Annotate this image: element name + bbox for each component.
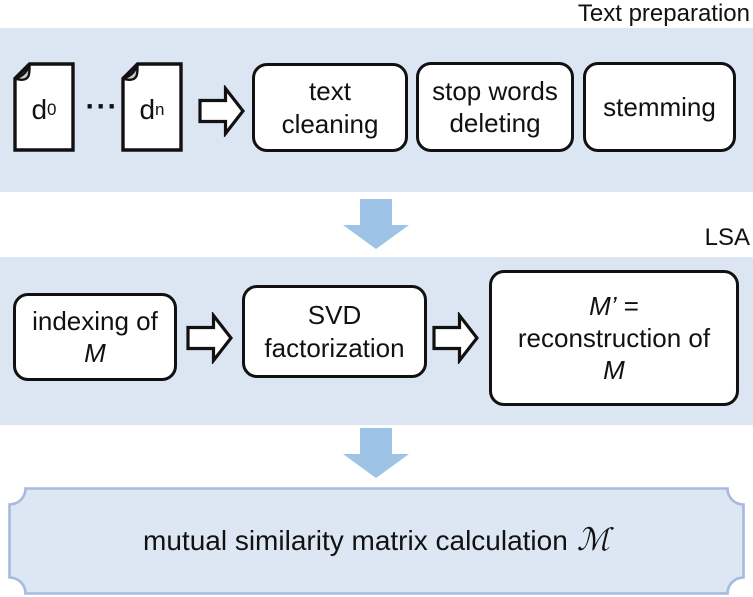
box-line: stop words (432, 75, 558, 106)
document-letter: d (139, 94, 156, 125)
documents-ellipsis: ··· (85, 90, 119, 123)
final-step-plaque: mutual similarity matrix calculation ℳ (8, 487, 745, 595)
process-box-text-cleaning: text cleaning (252, 63, 408, 152)
box-line: stemming (603, 91, 716, 122)
box-line: indexing of (32, 305, 158, 336)
document-icon (121, 62, 183, 152)
plaque-shape (8, 487, 745, 595)
process-box-svd-factorization: SVD factorization (242, 285, 427, 378)
box-line: deleting (449, 108, 541, 138)
box-line-m-prime-equals: M’ = (589, 290, 639, 322)
document-letter: d (31, 94, 48, 125)
box-line: cleaning (281, 108, 379, 139)
process-box-indexing-of-m: indexing of M (13, 293, 177, 381)
equals-sign: = (616, 290, 639, 321)
script-m-symbol: ℳ (576, 522, 610, 558)
box-line: text (309, 76, 351, 107)
right-arrow-icon (186, 312, 233, 364)
down-arrow-icon (343, 428, 409, 478)
process-box-stemming: stemming (583, 62, 736, 152)
section-label-text-preparation: Text preparation (577, 0, 750, 27)
lsa-band: indexing of M SVD factorization M’ = rec… (0, 257, 753, 425)
process-box-reconstruction-of-m: M’ = reconstruction of M (489, 270, 739, 406)
final-step-label-row: mutual similarity matrix calculation ℳ (8, 487, 745, 595)
box-line-matrix-m: M (603, 355, 625, 386)
section-label-lsa: LSA (704, 224, 750, 251)
box-line: SVD (307, 300, 362, 331)
final-step-label: mutual similarity matrix calculation (143, 525, 568, 556)
matrix-m-prime: M’ (589, 290, 617, 321)
process-box-stop-words-deleting: stop words deleting (416, 62, 574, 152)
document-icon (13, 62, 75, 152)
box-line: reconstruction of (517, 322, 711, 353)
right-arrow-icon (432, 312, 479, 364)
down-arrow-icon (343, 199, 409, 249)
right-arrow-icon (198, 85, 245, 137)
box-line-matrix-m: M (84, 338, 106, 368)
box-line: factorization (264, 332, 405, 363)
